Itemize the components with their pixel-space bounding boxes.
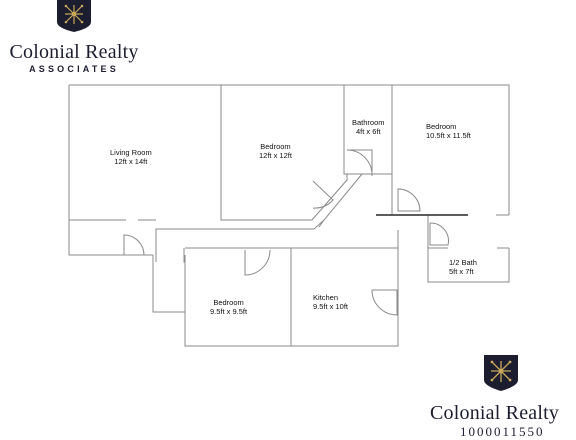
door-swing xyxy=(244,249,271,276)
room-name: 1/2 Bath xyxy=(449,258,477,267)
interior-wall xyxy=(427,215,510,283)
interior-wall xyxy=(220,85,348,221)
room-size: 12ft x 14ft xyxy=(114,157,148,166)
door-swing xyxy=(312,180,334,209)
room-label-half-bath: 1/2 Bath 5ft x 7ft xyxy=(449,258,477,276)
interior-wall xyxy=(343,85,393,175)
room-label-bedroom-2: Bedroom 10.5ft x 11.5ft xyxy=(426,122,471,140)
colonial-crest-icon xyxy=(57,0,91,32)
room-size: 5ft x 7ft xyxy=(449,267,474,276)
room-name: Living Room xyxy=(110,148,152,157)
room-name: Bedroom xyxy=(213,298,244,307)
door-swing xyxy=(397,188,421,212)
room-label-kitchen: Kitchen 9.5ft x 10ft xyxy=(313,293,348,311)
brand-name-footer: Colonial Realty xyxy=(430,402,560,424)
door-swing xyxy=(371,289,398,316)
room-label-bedroom-3: Bedroom 9.5ft x 9.5ft xyxy=(210,298,247,316)
brand-footer: Colonial Realty xyxy=(426,355,576,424)
room-size: 9.5ft x 9.5ft xyxy=(210,307,248,316)
interior-wall xyxy=(184,255,292,346)
room-name: Bedroom xyxy=(426,122,457,131)
footer-clipped-text: 1000011550 xyxy=(460,424,545,439)
interior-wall xyxy=(376,174,468,216)
room-label-living-room: Living Room 12ft x 14ft xyxy=(110,148,152,166)
room-size: 12ft x 12ft xyxy=(259,151,292,160)
room-label-bedroom-1: Bedroom 12ft x 12ft xyxy=(259,142,292,160)
room-size: 9.5ft x 10ft xyxy=(313,302,349,311)
brand-name: Colonial Realty xyxy=(9,41,139,63)
room-label-bathroom: Bathroom 4ft x 6ft xyxy=(352,118,385,136)
room-size: 10.5ft x 11.5ft xyxy=(426,131,471,140)
brand-header: Colonial Realty ASSOCIATES xyxy=(0,0,148,74)
room-name: Kitchen xyxy=(313,293,339,302)
door-swing xyxy=(123,234,145,256)
door-swing xyxy=(346,149,373,177)
brand-subtitle: ASSOCIATES xyxy=(29,64,119,74)
room-name: Bedroom xyxy=(260,142,291,151)
colonial-crest-icon xyxy=(484,355,518,391)
interior-wall xyxy=(155,173,398,263)
door-swing xyxy=(429,222,449,246)
room-size: 4ft x 6ft xyxy=(355,127,381,136)
room-name: Bathroom xyxy=(352,118,385,127)
